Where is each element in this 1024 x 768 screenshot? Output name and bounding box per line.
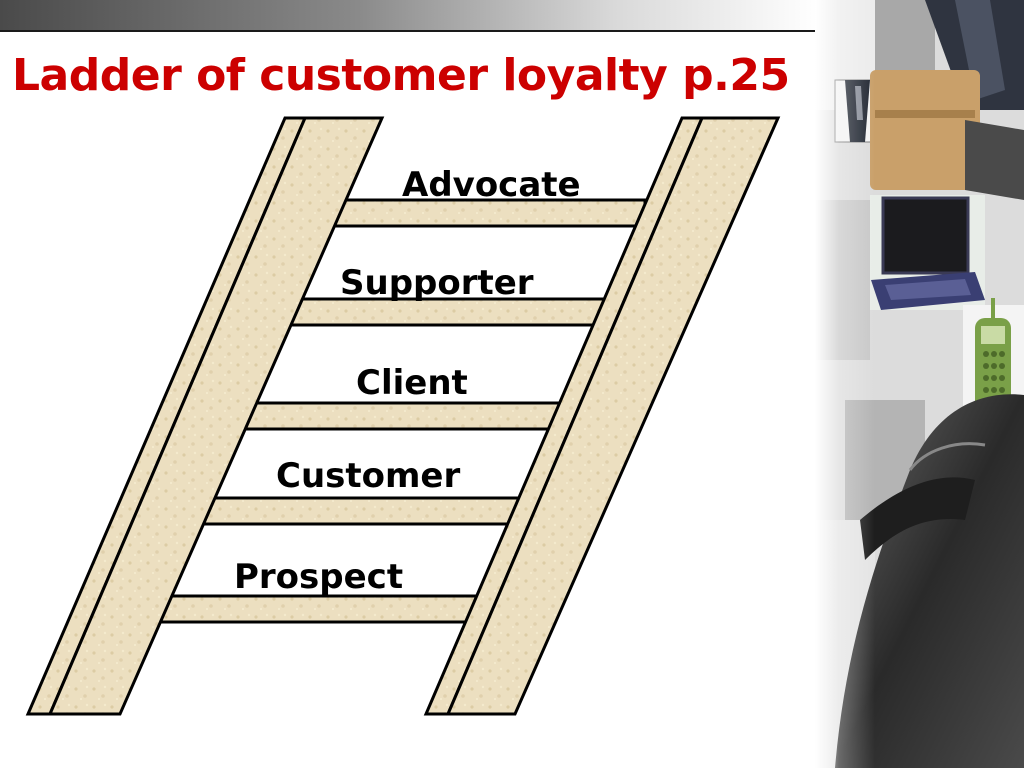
rung-label-supporter: Supporter <box>340 263 534 303</box>
rung-label-prospect: Prospect <box>234 557 403 597</box>
ladder-left-rail <box>25 116 385 716</box>
ladder-right-rail <box>423 116 781 716</box>
laptop-icon <box>870 195 985 310</box>
rung-label-customer: Customer <box>276 456 460 496</box>
business-shoe-image <box>835 394 1024 768</box>
leather-bag-image <box>870 70 1024 200</box>
rung-label-client: Client <box>356 363 468 403</box>
slide-title: Ladder of customer loyalty p.25 <box>12 50 790 101</box>
header-divider <box>0 30 930 32</box>
rung-label-advocate: Advocate <box>402 165 581 205</box>
photo-collage <box>815 0 1024 768</box>
photo-collage-art <box>815 0 1024 768</box>
